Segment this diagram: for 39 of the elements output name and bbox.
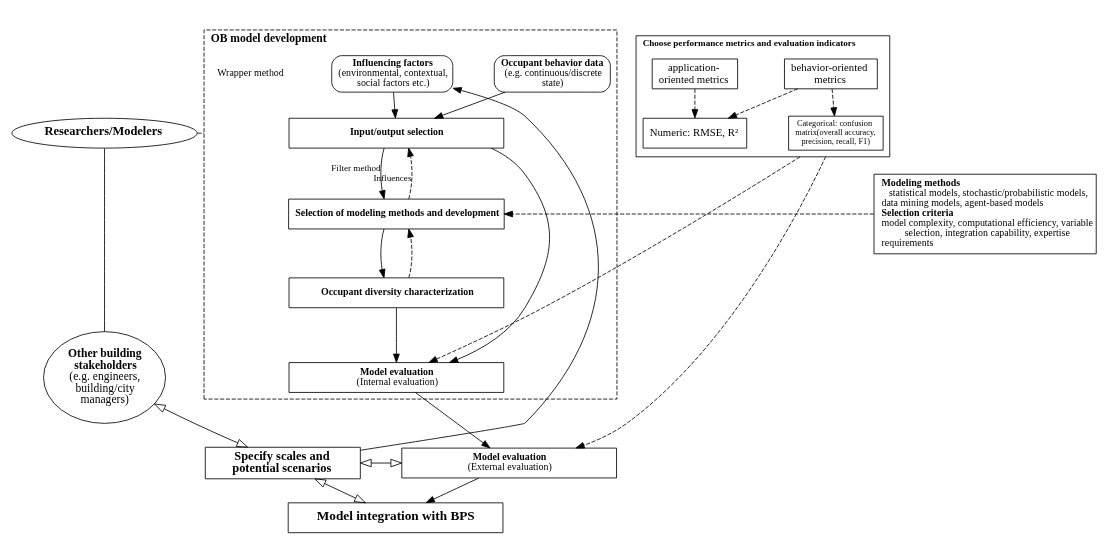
node-box: Influencing factors (environmental, contextual, social factors etc.) xyxy=(331,55,454,93)
arrow xyxy=(503,210,875,218)
node-box: Modeling methods statistical models, stochastic/probabilistic models, data mining models, agent-based models Selection criteria model complexity, computational efficiency, variable selection, integration capability, expertise requirements xyxy=(873,173,1097,255)
arrow xyxy=(691,88,699,119)
node-box: application-oriented metrics xyxy=(651,58,739,90)
edge-label: Filter method xyxy=(331,162,381,173)
node-box: Model evaluation (Internal evaluation) xyxy=(288,362,505,393)
node-box: Occupant behavior data (e.g. continuous/discrete state) xyxy=(493,55,611,93)
arrow xyxy=(378,228,386,279)
arrow xyxy=(391,91,399,119)
arrow xyxy=(434,91,506,119)
node-box: Selection of modeling methods and development xyxy=(288,198,505,230)
arrow xyxy=(379,147,386,200)
node-box: behavior-oriented metrics xyxy=(784,58,878,90)
arrow xyxy=(360,87,599,451)
label: Wrapper method xyxy=(217,67,284,79)
arrow xyxy=(575,156,826,449)
arrow xyxy=(428,156,801,363)
node-ellipse: Researchers/Modelers xyxy=(11,117,198,149)
connector xyxy=(104,148,105,333)
arrow xyxy=(415,392,491,449)
arrow xyxy=(407,228,414,279)
arrow xyxy=(407,147,414,200)
edge-label: Influences xyxy=(373,172,412,183)
node-box: Numeric: RMSE, R² xyxy=(642,117,748,149)
node-box: Specify scales and potential scenarios xyxy=(204,446,361,480)
arrow xyxy=(360,458,403,468)
node-box: Model evaluation (External evaluation) xyxy=(401,447,617,479)
arrow xyxy=(314,478,366,504)
arrow xyxy=(727,88,799,119)
arrow xyxy=(449,147,550,363)
arrow xyxy=(154,403,249,448)
node-box: Model integration with BPS xyxy=(287,502,504,534)
arrow xyxy=(393,307,400,363)
arrow xyxy=(830,88,838,117)
arrow xyxy=(425,477,480,504)
node-box: Categorical: confusion matrix(overall accuracy, precision, recall, F1) xyxy=(788,115,884,151)
node-box: Occupant diversity characterization xyxy=(288,277,505,309)
node-box: Input/output selection xyxy=(288,117,505,149)
